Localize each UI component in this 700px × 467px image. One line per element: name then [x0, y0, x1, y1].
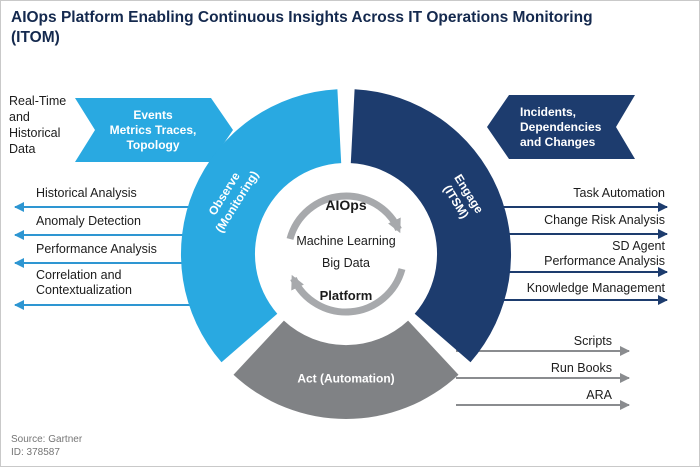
center-machine-learning-label: Machine Learning [296, 234, 396, 248]
page-title: AIOps Platform Enabling Continuous Insig… [11, 9, 593, 46]
events-banner-line: Topology [126, 138, 180, 152]
incidents-banner-line: and Changes [520, 135, 596, 149]
output-label-bottom: ARA [586, 388, 612, 402]
incidents-banner-line: Incidents, [520, 105, 577, 119]
output-label-left: Correlation and Contextualization [36, 268, 132, 297]
output-label-left: Performance Analysis [36, 242, 157, 256]
act-segment [233, 320, 459, 419]
center-aiops-label: AIOps [325, 197, 367, 213]
source-id: ID: 378587 [11, 447, 60, 458]
output-label-left: Anomaly Detection [36, 214, 141, 228]
act-segment-label: Act (Automation) [297, 371, 395, 386]
output-label-left: Historical Analysis [36, 186, 137, 200]
observe-segment-label: Observe (Monitoring) [205, 168, 262, 236]
output-label-right: Task Automation [573, 186, 665, 200]
realtime-data-label: Real-Time and Historical Data [9, 94, 67, 156]
output-label-bottom: Run Books [550, 361, 612, 375]
source-label: Source: Gartner [11, 434, 83, 445]
output-label-right: SD Agent Performance Analysis [544, 239, 665, 268]
source-note: Source: Gartner ID: 378587 [11, 433, 82, 459]
incidents-banner-line: Dependencies [520, 120, 602, 134]
events-banner-line: Metrics Traces, [109, 123, 197, 137]
events-banner-line: Events [133, 108, 173, 122]
engage-segment-label: Engage (ITSM) [440, 171, 487, 221]
output-label-bottom: Scripts [573, 334, 612, 348]
output-label-right: Knowledge Management [526, 281, 665, 295]
center-big-data-label: Big Data [322, 256, 370, 270]
engage-segment [350, 89, 512, 363]
incidents-banner-label: Incidents, Dependencies and Changes [520, 105, 601, 150]
events-banner-label: Events Metrics Traces, Topology [89, 108, 217, 153]
center-platform-label: Platform [319, 288, 373, 303]
output-label-right: Change Risk Analysis [544, 213, 665, 227]
